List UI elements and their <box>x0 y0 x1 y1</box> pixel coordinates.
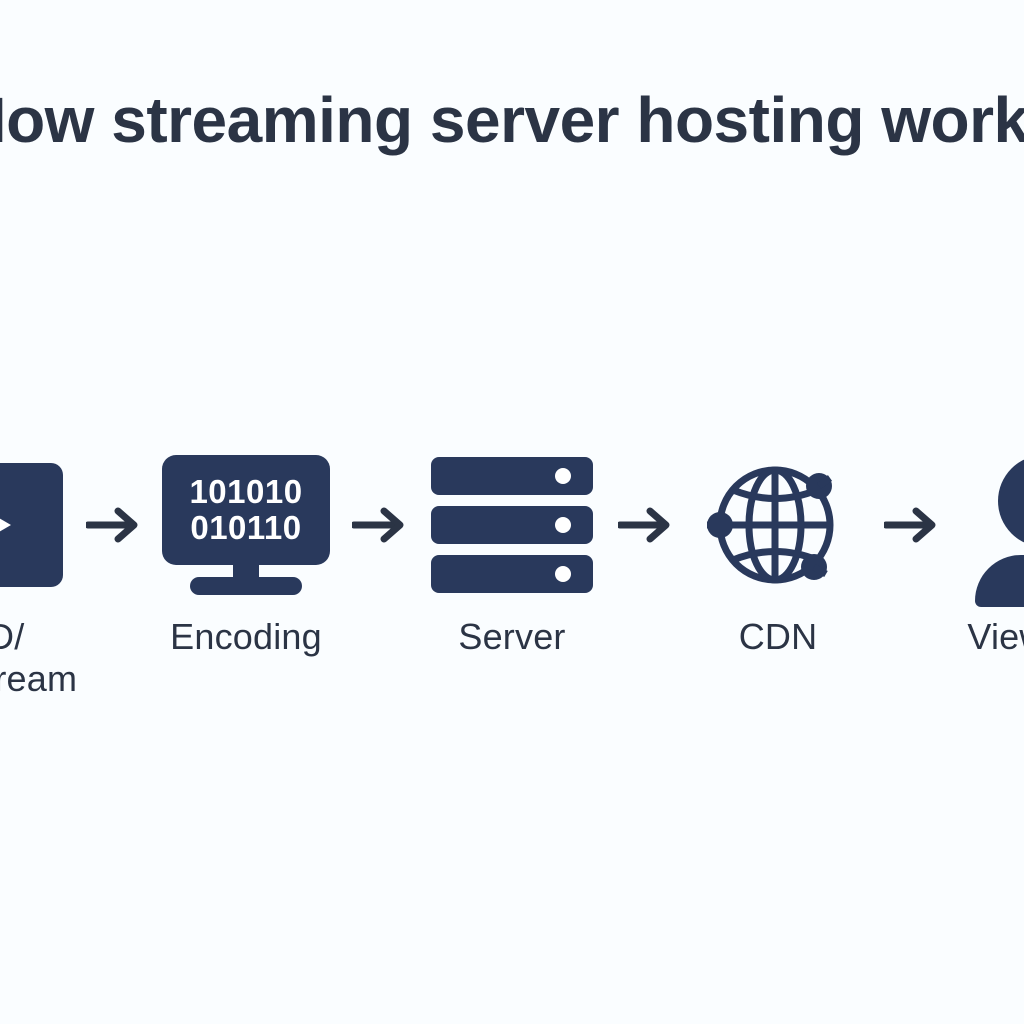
person-head <box>998 455 1024 547</box>
stage-label-encoding: Encoding <box>170 616 322 657</box>
server-led-icon <box>555 468 571 484</box>
server-rack-icon <box>412 440 612 610</box>
stage-source[interactable]: VOD/ Live Stream <box>0 440 80 710</box>
server-rack-unit <box>431 506 593 544</box>
arrow-right-icon-1 <box>80 440 146 610</box>
binary-line-2: 010110 <box>190 509 302 546</box>
stage-label-viewer: Viewer(s) <box>967 616 1024 657</box>
stage-label-source: VOD/ Live Stream <box>0 616 78 700</box>
stage-viewer[interactable]: Viewer(s) <box>944 440 1024 710</box>
video-play-icon <box>0 440 80 610</box>
binary-line-1: 101010 <box>189 472 303 510</box>
monitor-stand-base <box>190 577 302 595</box>
person-shoulders <box>975 555 1024 607</box>
server-rack-unit <box>431 457 593 495</box>
person-icon <box>944 440 1024 610</box>
person-shape <box>975 455 1024 607</box>
play-triangle-icon <box>0 489 11 561</box>
monitor-screen: 101010 010110 <box>162 455 330 565</box>
process-pipeline: VOD/ Live Stream 101010 010110 Encoding <box>0 440 1024 710</box>
stage-server[interactable]: Server <box>412 440 612 710</box>
server-led-icon <box>555 517 571 533</box>
monitor-stand-neck <box>233 563 259 581</box>
globe-network-icon <box>678 440 878 610</box>
globe-shape <box>707 466 834 584</box>
monitor-binary-icon: 101010 010110 <box>146 440 346 610</box>
page-title: How streaming server hosting works <box>0 84 1024 156</box>
server-stack-shape <box>431 457 593 593</box>
stage-cdn[interactable]: CDN <box>678 440 878 710</box>
stage-encoding[interactable]: 101010 010110 Encoding <box>146 440 346 710</box>
title-band: How streaming server hosting works <box>0 76 1024 164</box>
arrow-right-icon-4 <box>878 440 944 610</box>
server-led-icon <box>555 566 571 582</box>
stage-label-server: Server <box>458 616 566 657</box>
stage-label-cdn: CDN <box>738 616 818 657</box>
arrow-right-icon-2 <box>346 440 412 610</box>
monitor-shape: 101010 010110 <box>162 455 330 595</box>
server-rack-unit <box>431 555 593 593</box>
video-frame-shape <box>0 463 63 587</box>
arrow-right-icon-3 <box>612 440 678 610</box>
